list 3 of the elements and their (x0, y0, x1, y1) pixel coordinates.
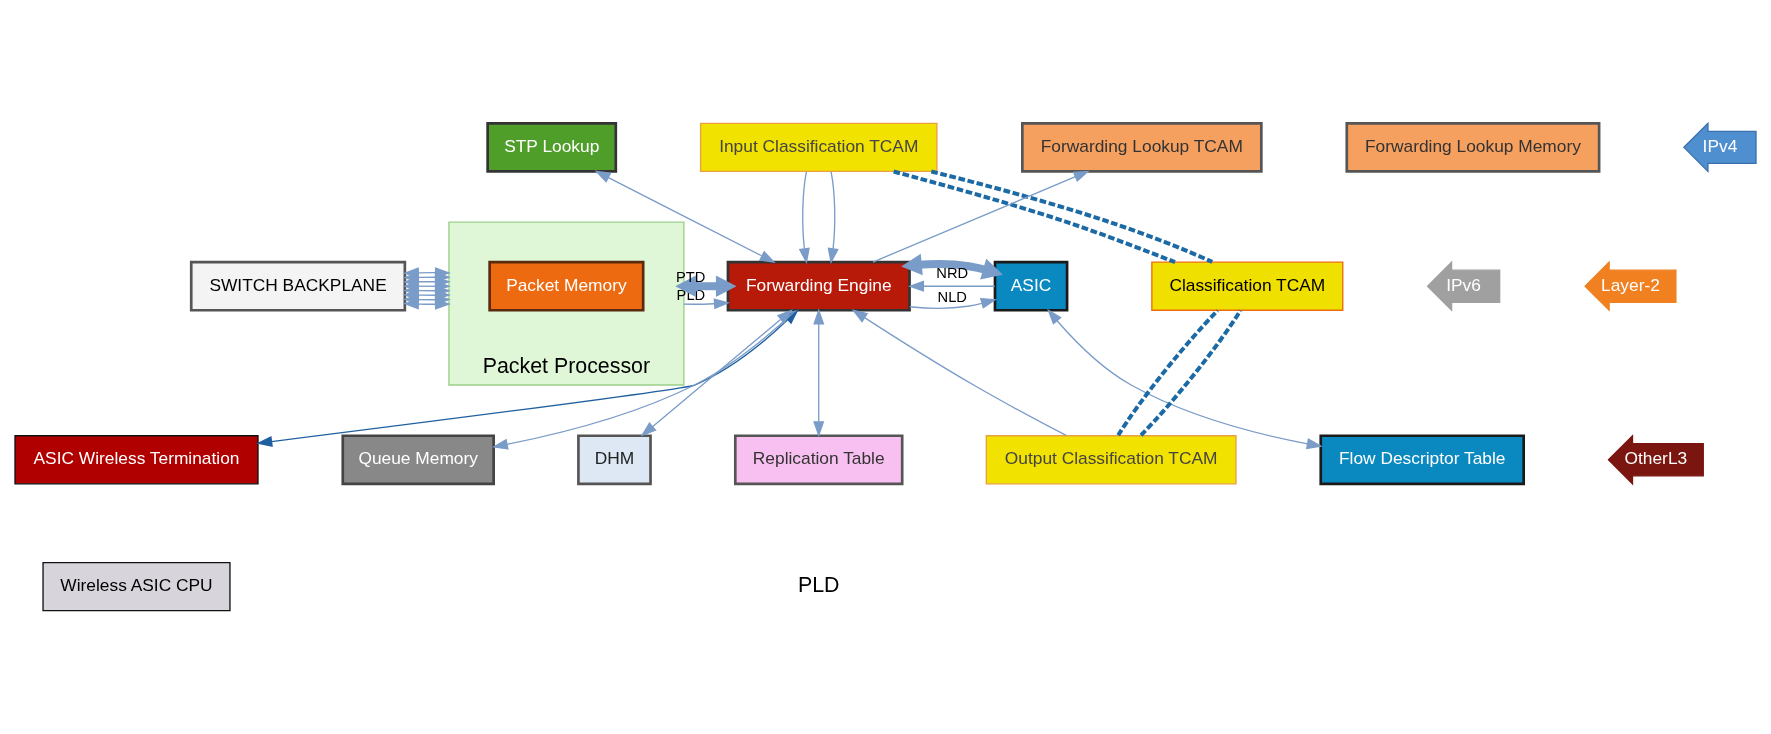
edge-label: NRD (936, 264, 969, 281)
label: PLD (797, 572, 840, 597)
edge-label: NLD (937, 288, 967, 305)
